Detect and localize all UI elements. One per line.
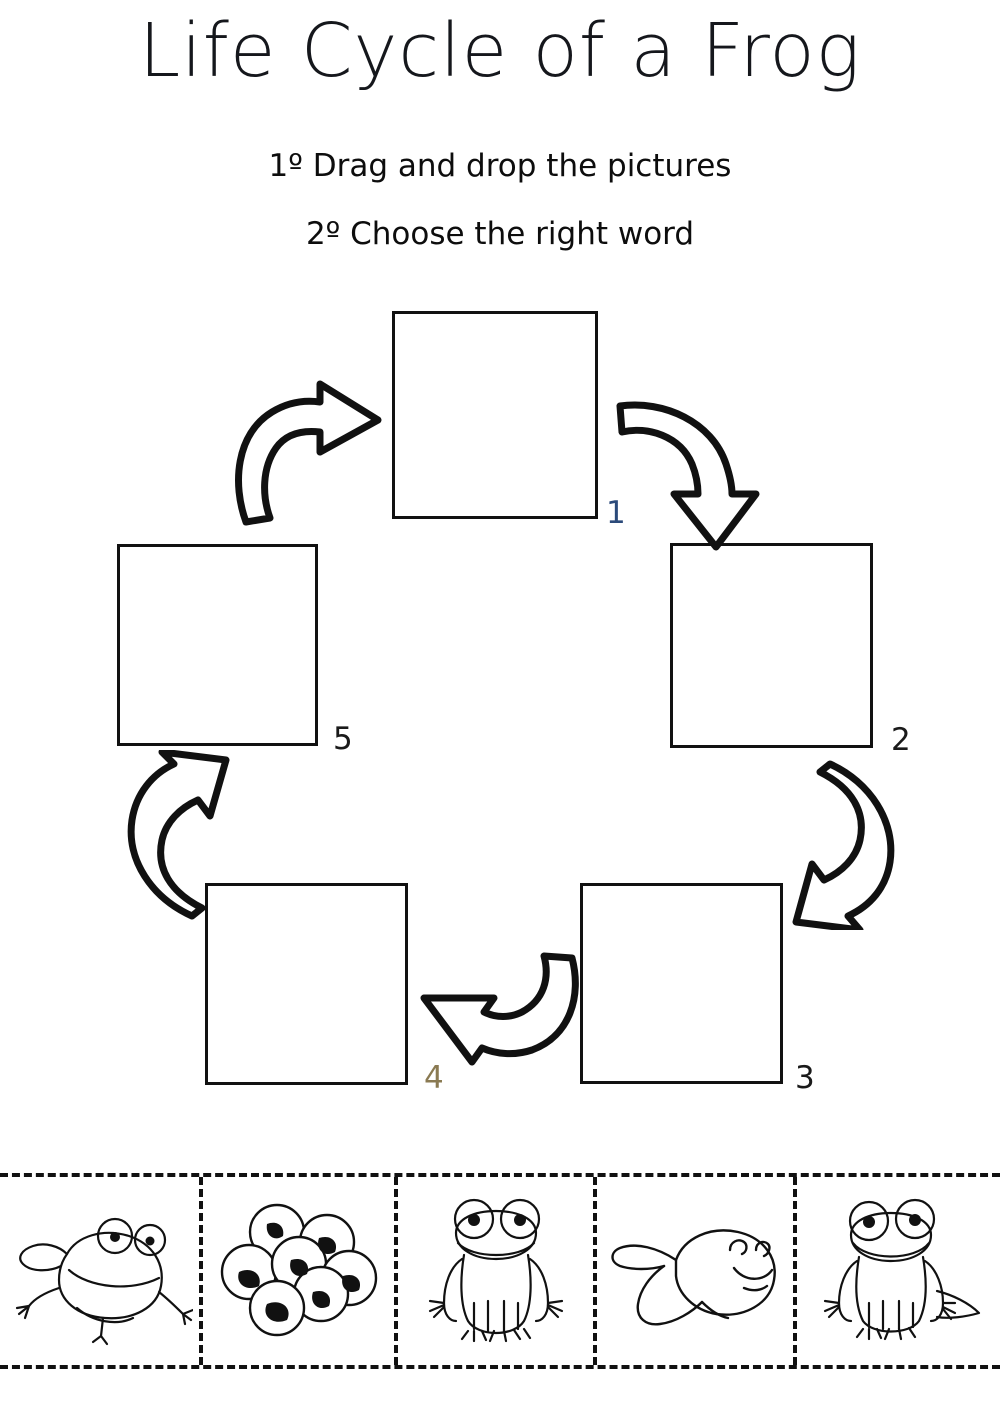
picture-card-froglet-with-tail[interactable] (797, 1177, 1000, 1365)
arrow-down-right-icon (616, 401, 760, 551)
drop-box-1[interactable] (392, 311, 598, 519)
drop-box-4[interactable] (205, 883, 408, 1085)
jumping-frog-icon (15, 1217, 193, 1346)
instruction-line-1: 1º Drag and drop the pictures (268, 148, 732, 184)
picture-card-jumping-frog[interactable] (0, 1177, 203, 1365)
box-number-label-3: 3 (795, 1060, 815, 1096)
life-cycle-diagram: 1 2 3 4 5 (117, 311, 911, 1096)
picture-bank-strip (0, 1173, 1000, 1369)
instruction-line-2: 2º Choose the right word (305, 216, 695, 252)
box-number-label-5: 5 (333, 721, 353, 757)
arrow-up-right-icon (235, 380, 382, 526)
froglet-with-tail-icon (823, 1198, 980, 1341)
drop-box-3[interactable] (580, 883, 783, 1084)
box-number-label-4: 4 (424, 1060, 444, 1096)
picture-card-tadpole[interactable] (597, 1177, 797, 1365)
picture-card-sitting-frog[interactable] (398, 1177, 597, 1365)
sitting-frog-icon (428, 1198, 563, 1343)
box-number-label-2: 2 (891, 722, 911, 758)
arrow-left-icon (420, 952, 579, 1066)
box-number-label-1: 1 (606, 495, 626, 531)
tadpole-icon (611, 1229, 776, 1326)
arrow-up-icon (127, 750, 230, 920)
drop-box-2[interactable] (670, 543, 873, 748)
drop-box-5[interactable] (117, 544, 318, 746)
arrow-down-left-icon (792, 760, 895, 930)
page-title: Life Cycle of a Frog (138, 8, 862, 94)
frog-eggs-icon (220, 1203, 377, 1337)
picture-card-frog-eggs[interactable] (203, 1177, 398, 1365)
